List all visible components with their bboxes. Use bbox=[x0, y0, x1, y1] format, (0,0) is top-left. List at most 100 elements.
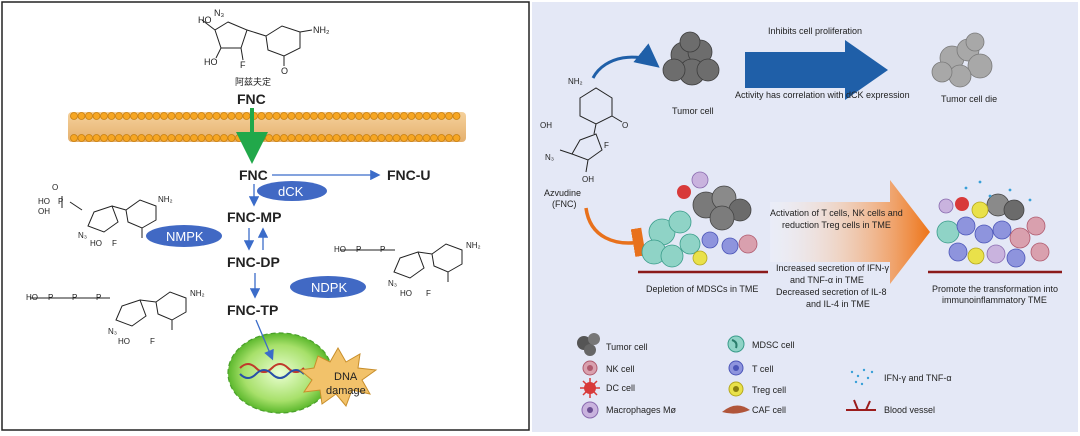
tp-label-p2: P bbox=[72, 293, 77, 302]
tumor-cell-die-label: Tumor cell die bbox=[941, 94, 997, 104]
secretion-text-1: Increased secretion of IFN-γ bbox=[776, 263, 890, 273]
membrane-bead bbox=[422, 112, 431, 120]
membrane-bead bbox=[175, 134, 183, 142]
dp-label-ho: HO bbox=[334, 245, 346, 254]
cytokine-dot bbox=[870, 370, 874, 374]
fnc-mp-molecule bbox=[61, 196, 157, 238]
dp-label-p2: P bbox=[380, 245, 385, 254]
mdsc-cell bbox=[936, 220, 960, 244]
membrane-bead bbox=[152, 134, 161, 142]
membrane-bead bbox=[100, 112, 108, 120]
membrane-bead bbox=[377, 112, 386, 120]
mp-label-n3: N₃ bbox=[78, 231, 87, 240]
fnc-dp-molecule bbox=[340, 243, 463, 282]
membrane-bead bbox=[302, 134, 311, 142]
membrane-bead bbox=[452, 112, 461, 120]
membrane-bead bbox=[235, 134, 243, 142]
dying-tumor-cell bbox=[967, 53, 993, 79]
membrane-bead bbox=[70, 112, 78, 120]
membrane-bead bbox=[242, 112, 251, 120]
membrane-bead bbox=[242, 134, 251, 142]
membrane-bead bbox=[167, 112, 176, 120]
membrane-bead bbox=[325, 134, 333, 142]
cytokine-dot bbox=[862, 368, 866, 372]
membrane-bead bbox=[407, 112, 416, 120]
promote-label-1: Promote the transformation into bbox=[932, 284, 1058, 294]
nk-cell bbox=[1030, 242, 1050, 262]
nk-cell-icon bbox=[582, 360, 598, 376]
membrane-bead bbox=[347, 112, 356, 120]
dck-enzyme bbox=[257, 181, 327, 201]
fnc-dp-label: FNC-DP bbox=[227, 254, 280, 270]
membrane-bead bbox=[257, 112, 266, 120]
membrane-bead bbox=[145, 112, 153, 120]
membrane-bead bbox=[77, 112, 86, 120]
mp-label-p: P bbox=[58, 197, 63, 206]
t-cell bbox=[974, 224, 994, 244]
membrane-bead bbox=[287, 134, 296, 142]
cytokine-dot bbox=[978, 180, 982, 184]
right-mol-o: O bbox=[622, 121, 628, 130]
membrane-bead bbox=[430, 134, 438, 142]
nk-cell bbox=[1009, 227, 1031, 249]
membrane-bead bbox=[347, 134, 356, 142]
dna-helix-strand bbox=[239, 369, 305, 379]
right-mol-n3: N₃ bbox=[545, 153, 554, 162]
membrane-bead bbox=[182, 112, 191, 120]
membrane-bead bbox=[280, 112, 288, 120]
activation-text-1: Activation of T cells, NK cells and bbox=[770, 208, 903, 218]
membrane-bead bbox=[227, 112, 236, 120]
membrane-bead bbox=[392, 112, 401, 120]
secretion-text-2: and TNF-α in TME bbox=[790, 275, 864, 285]
right-mol-nh2: NH₂ bbox=[568, 77, 583, 86]
membrane-bead bbox=[377, 134, 386, 142]
membrane-bead bbox=[437, 112, 446, 120]
membrane-bead bbox=[265, 134, 273, 142]
azvudine-fnc-label: (FNC) bbox=[552, 199, 577, 209]
membrane-bead bbox=[272, 134, 281, 142]
membrane-bead bbox=[317, 112, 326, 120]
membrane-bead bbox=[392, 134, 401, 142]
membrane-bead bbox=[220, 112, 228, 120]
membrane-bead bbox=[130, 134, 138, 142]
membrane-bead bbox=[190, 112, 198, 120]
membrane-bead bbox=[137, 134, 146, 142]
promote-label-2: immunoinflammatory TME bbox=[942, 295, 1047, 305]
tme-cluster-after bbox=[936, 180, 1050, 268]
t-cell bbox=[948, 242, 968, 262]
legend-tumor-cell: Tumor cell bbox=[606, 342, 648, 352]
membrane-bead bbox=[445, 112, 453, 120]
membrane-bead bbox=[332, 112, 341, 120]
cytokine-dot bbox=[1028, 198, 1032, 202]
tumor-cell bbox=[709, 205, 735, 231]
membrane-bead bbox=[107, 134, 116, 142]
tme-cluster-before bbox=[641, 171, 758, 268]
legend-blood-vessel: Blood vessel bbox=[884, 405, 935, 415]
membrane-bead bbox=[340, 134, 348, 142]
mp-label-ho-2: HO bbox=[90, 239, 102, 248]
membrane-bead bbox=[212, 112, 221, 120]
right-mol-oh-top: OH bbox=[540, 121, 552, 130]
t-cell bbox=[1006, 248, 1026, 268]
membrane-bead bbox=[370, 112, 378, 120]
mdsc-inhibition-arrow bbox=[584, 207, 646, 257]
membrane-bead bbox=[115, 112, 123, 120]
mp-label-oh: OH bbox=[38, 207, 50, 216]
fnc-u-label: FNC-U bbox=[387, 167, 431, 183]
fnc-tp-label: FNC-TP bbox=[227, 302, 278, 318]
tumor-cell bbox=[1003, 199, 1025, 221]
cytokine-dot bbox=[850, 370, 854, 374]
cytokine-dot bbox=[988, 194, 992, 198]
secretion-text-4: and IL-4 in TME bbox=[806, 299, 870, 309]
membrane-bead bbox=[160, 134, 168, 142]
ndpk-label: NDPK bbox=[311, 280, 347, 295]
tp-label-ho: HO bbox=[26, 293, 38, 302]
cytokine-dot bbox=[856, 374, 860, 378]
ndpk-enzyme bbox=[290, 276, 366, 298]
t-cell bbox=[956, 216, 976, 236]
dp-label-nh2: NH₂ bbox=[466, 241, 481, 250]
orange-transform-arrow bbox=[770, 180, 930, 284]
tp-label-f: F bbox=[150, 337, 155, 346]
dp-label-n3: N₃ bbox=[388, 279, 397, 288]
